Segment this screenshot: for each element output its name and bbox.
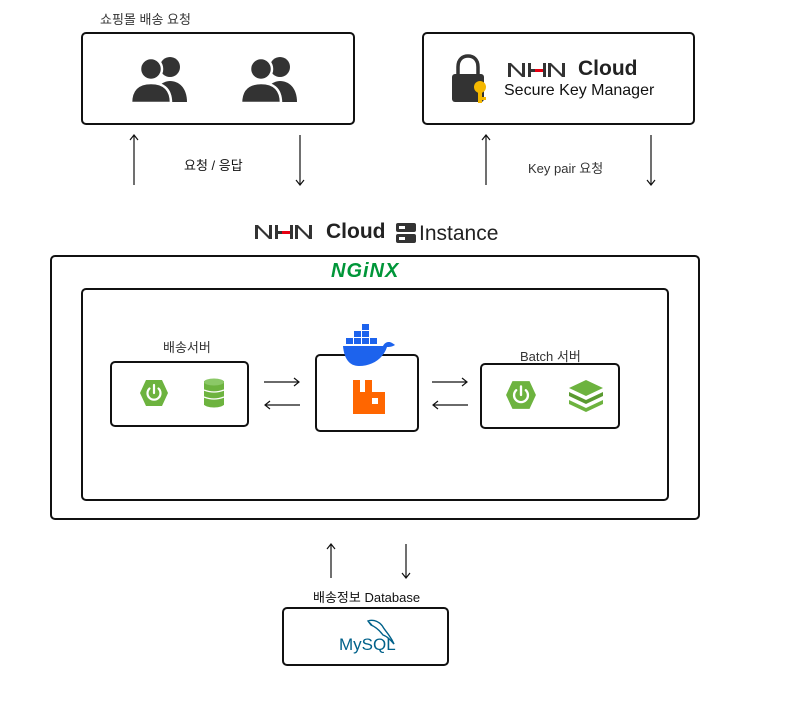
batch-to-queue-arrow — [432, 400, 468, 410]
database-icon — [203, 378, 225, 408]
users-icon — [129, 54, 189, 104]
request-up-arrow — [129, 134, 139, 185]
nhn-logo-icon — [508, 63, 574, 77]
keypair-label: Key pair 요청 — [528, 161, 604, 176]
delivery-server-label: 배송서버 — [163, 340, 211, 355]
delivery-to-queue-arrow — [264, 377, 300, 387]
nginx-logo-text: NGiNX — [331, 260, 400, 282]
shopping-users-box — [81, 32, 355, 125]
skm-product-text: Secure Key Manager — [504, 82, 655, 99]
skm-box: Cloud Secure Key Manager — [422, 32, 695, 125]
response-down-arrow — [295, 135, 305, 186]
database-box: MySQL — [282, 607, 449, 666]
server-icon — [396, 223, 416, 243]
instance-label: Instance — [419, 222, 499, 245]
keypair-up-arrow — [481, 134, 491, 185]
docker-icon — [342, 323, 396, 367]
batch-server-label: Batch 서버 — [520, 349, 581, 364]
db-up-arrow — [326, 543, 336, 578]
db-down-arrow — [401, 544, 411, 579]
skm-brand-text: Cloud — [578, 57, 638, 80]
spring-boot-icon — [139, 379, 169, 407]
delivery-server-box — [110, 361, 249, 427]
database-label: 배송정보 Database — [313, 590, 421, 605]
nhn-logo-icon — [255, 225, 321, 239]
request-response-label: 요청 / 응답 — [184, 158, 243, 173]
spring-batch-icon — [568, 379, 604, 413]
queue-to-batch-arrow — [432, 377, 468, 387]
lock-key-icon — [450, 54, 492, 106]
shopping-group-label: 쇼핑몰 배송 요청 — [100, 12, 191, 27]
mysql-dolphin-icon — [366, 617, 396, 647]
rabbitmq-icon — [353, 380, 385, 414]
instance-brand-text: Cloud — [326, 220, 386, 243]
batch-server-box — [480, 363, 620, 429]
users-icon — [239, 54, 299, 104]
message-queue-box — [315, 354, 419, 432]
keypair-down-arrow — [646, 135, 656, 186]
queue-to-delivery-arrow — [264, 400, 300, 410]
spring-boot-icon — [505, 380, 537, 410]
mysql-logo-text: MySQL — [339, 635, 396, 654]
